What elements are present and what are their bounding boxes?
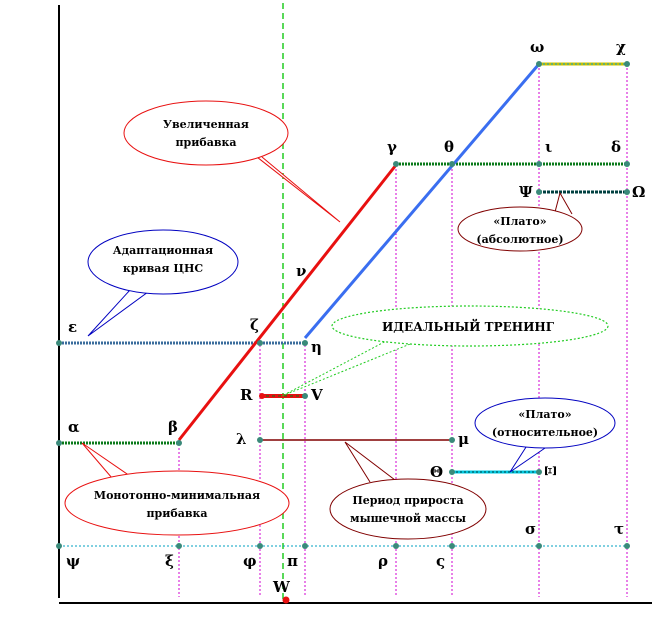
callout-plateau-absolute-line1: «Плато» (493, 215, 546, 228)
callout-monotone-line2: прибавка (146, 507, 207, 520)
point-W (282, 596, 290, 604)
label-V: V (310, 386, 323, 404)
label-sigma: σ (525, 520, 536, 538)
label-nu: ν (296, 262, 306, 280)
callout-increased-gain (123, 100, 289, 166)
label-Theta: Θ (430, 463, 443, 481)
callout-ideal-training (331, 305, 609, 347)
label-beta: β (168, 418, 178, 436)
label-xi: ξ (165, 552, 174, 570)
label-lambda: λ (236, 430, 247, 448)
label-psi: ψ (66, 552, 80, 570)
label-Xi: Ξ (542, 465, 560, 476)
callout-adaptation-curve (87, 229, 239, 295)
callout-monotone-minimal (64, 470, 290, 536)
callout-muscle-growth-line2: мышечной массы (350, 512, 466, 525)
callout-monotone-pointer (81, 442, 131, 479)
callout-adaptation-pointer (87, 289, 149, 337)
callout-plateau-relative-line1: «Плато» (518, 408, 571, 421)
points (56, 61, 630, 549)
callout-increased-gain-line2: прибавка (175, 136, 236, 149)
label-iota: ι (545, 138, 552, 156)
callout-plateau-absolute-line2: (абсолютное) (476, 233, 563, 246)
callout-plateau-relative-line2: (относительное) (492, 426, 598, 439)
line-beta-gamma (177, 164, 398, 441)
point-R (259, 393, 265, 399)
label-zeta: ζ (250, 316, 259, 334)
callout-plateau-relative (474, 397, 616, 449)
callout-plateau-absolute-pointer (554, 191, 573, 215)
callout-ideal-training-text: ИДЕАЛЬНЫЙ ТРЕНИНГ (382, 318, 555, 334)
callout-plateau-absolute (457, 206, 583, 252)
label-mu: μ (458, 430, 469, 448)
label-rho: ρ (378, 552, 388, 570)
label-chi: χ (616, 38, 626, 56)
label-final-sigma: ς (436, 552, 445, 570)
callout-plateau-relative-pointer (509, 443, 549, 473)
label-pi: π (287, 552, 298, 570)
label-eta: η (311, 338, 322, 356)
label-Omega: Ω (632, 183, 645, 201)
label-epsilon: ε (68, 318, 77, 336)
callout-monotone-line1: Монотонно-минимальная (94, 489, 260, 502)
callout-muscle-growth-period (329, 478, 487, 540)
callout-increased-gain-line1: Увеличенная (163, 118, 249, 131)
label-alpha: α (68, 418, 80, 436)
label-theta: θ (444, 138, 454, 156)
callout-muscle-growth-line1: Период прироста (352, 494, 463, 507)
callout-adaptation-line1: Адаптационная (113, 244, 213, 257)
label-omega: ω (530, 38, 544, 56)
callout-ideal-training-pointer (281, 339, 421, 397)
label-R: R (240, 386, 253, 404)
callout-increased-gain-pointer (247, 149, 341, 223)
label-gamma: γ (387, 138, 397, 156)
label-tau: τ (614, 520, 624, 538)
label-delta: δ (611, 138, 621, 156)
line-eta-omega (303, 63, 541, 339)
label-phi: φ (243, 552, 257, 570)
callout-muscle-growth-pointer (344, 441, 396, 483)
callout-adaptation-line2: кривая ЦНС (123, 262, 204, 275)
label-W: W (272, 578, 291, 596)
label-Psi: Ψ (519, 183, 533, 201)
